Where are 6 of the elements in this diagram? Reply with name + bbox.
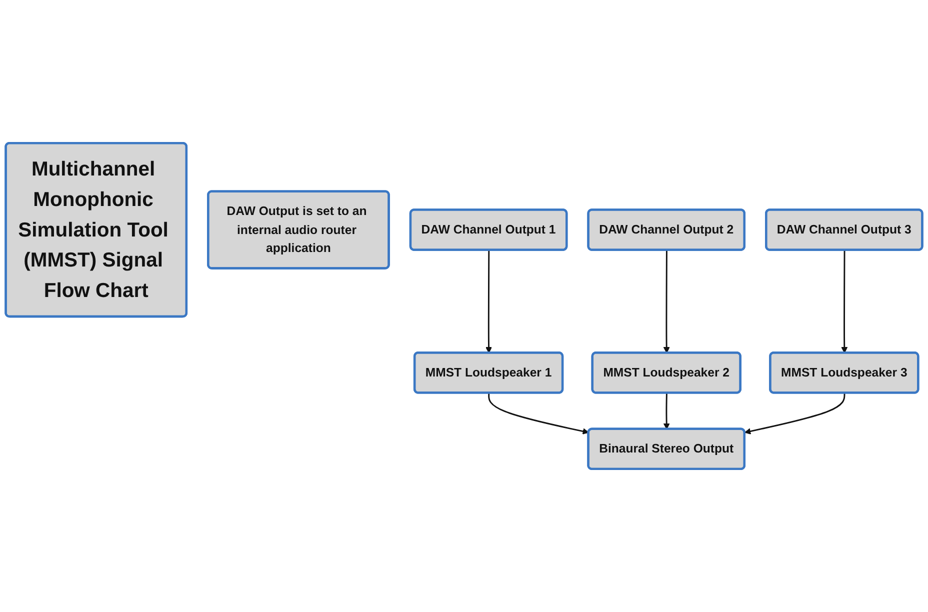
arrow	[841, 250, 848, 354]
arrow	[663, 393, 670, 430]
arrow	[663, 250, 670, 354]
arrow	[486, 250, 492, 354]
arrow	[488, 393, 589, 434]
arrow	[744, 393, 846, 434]
